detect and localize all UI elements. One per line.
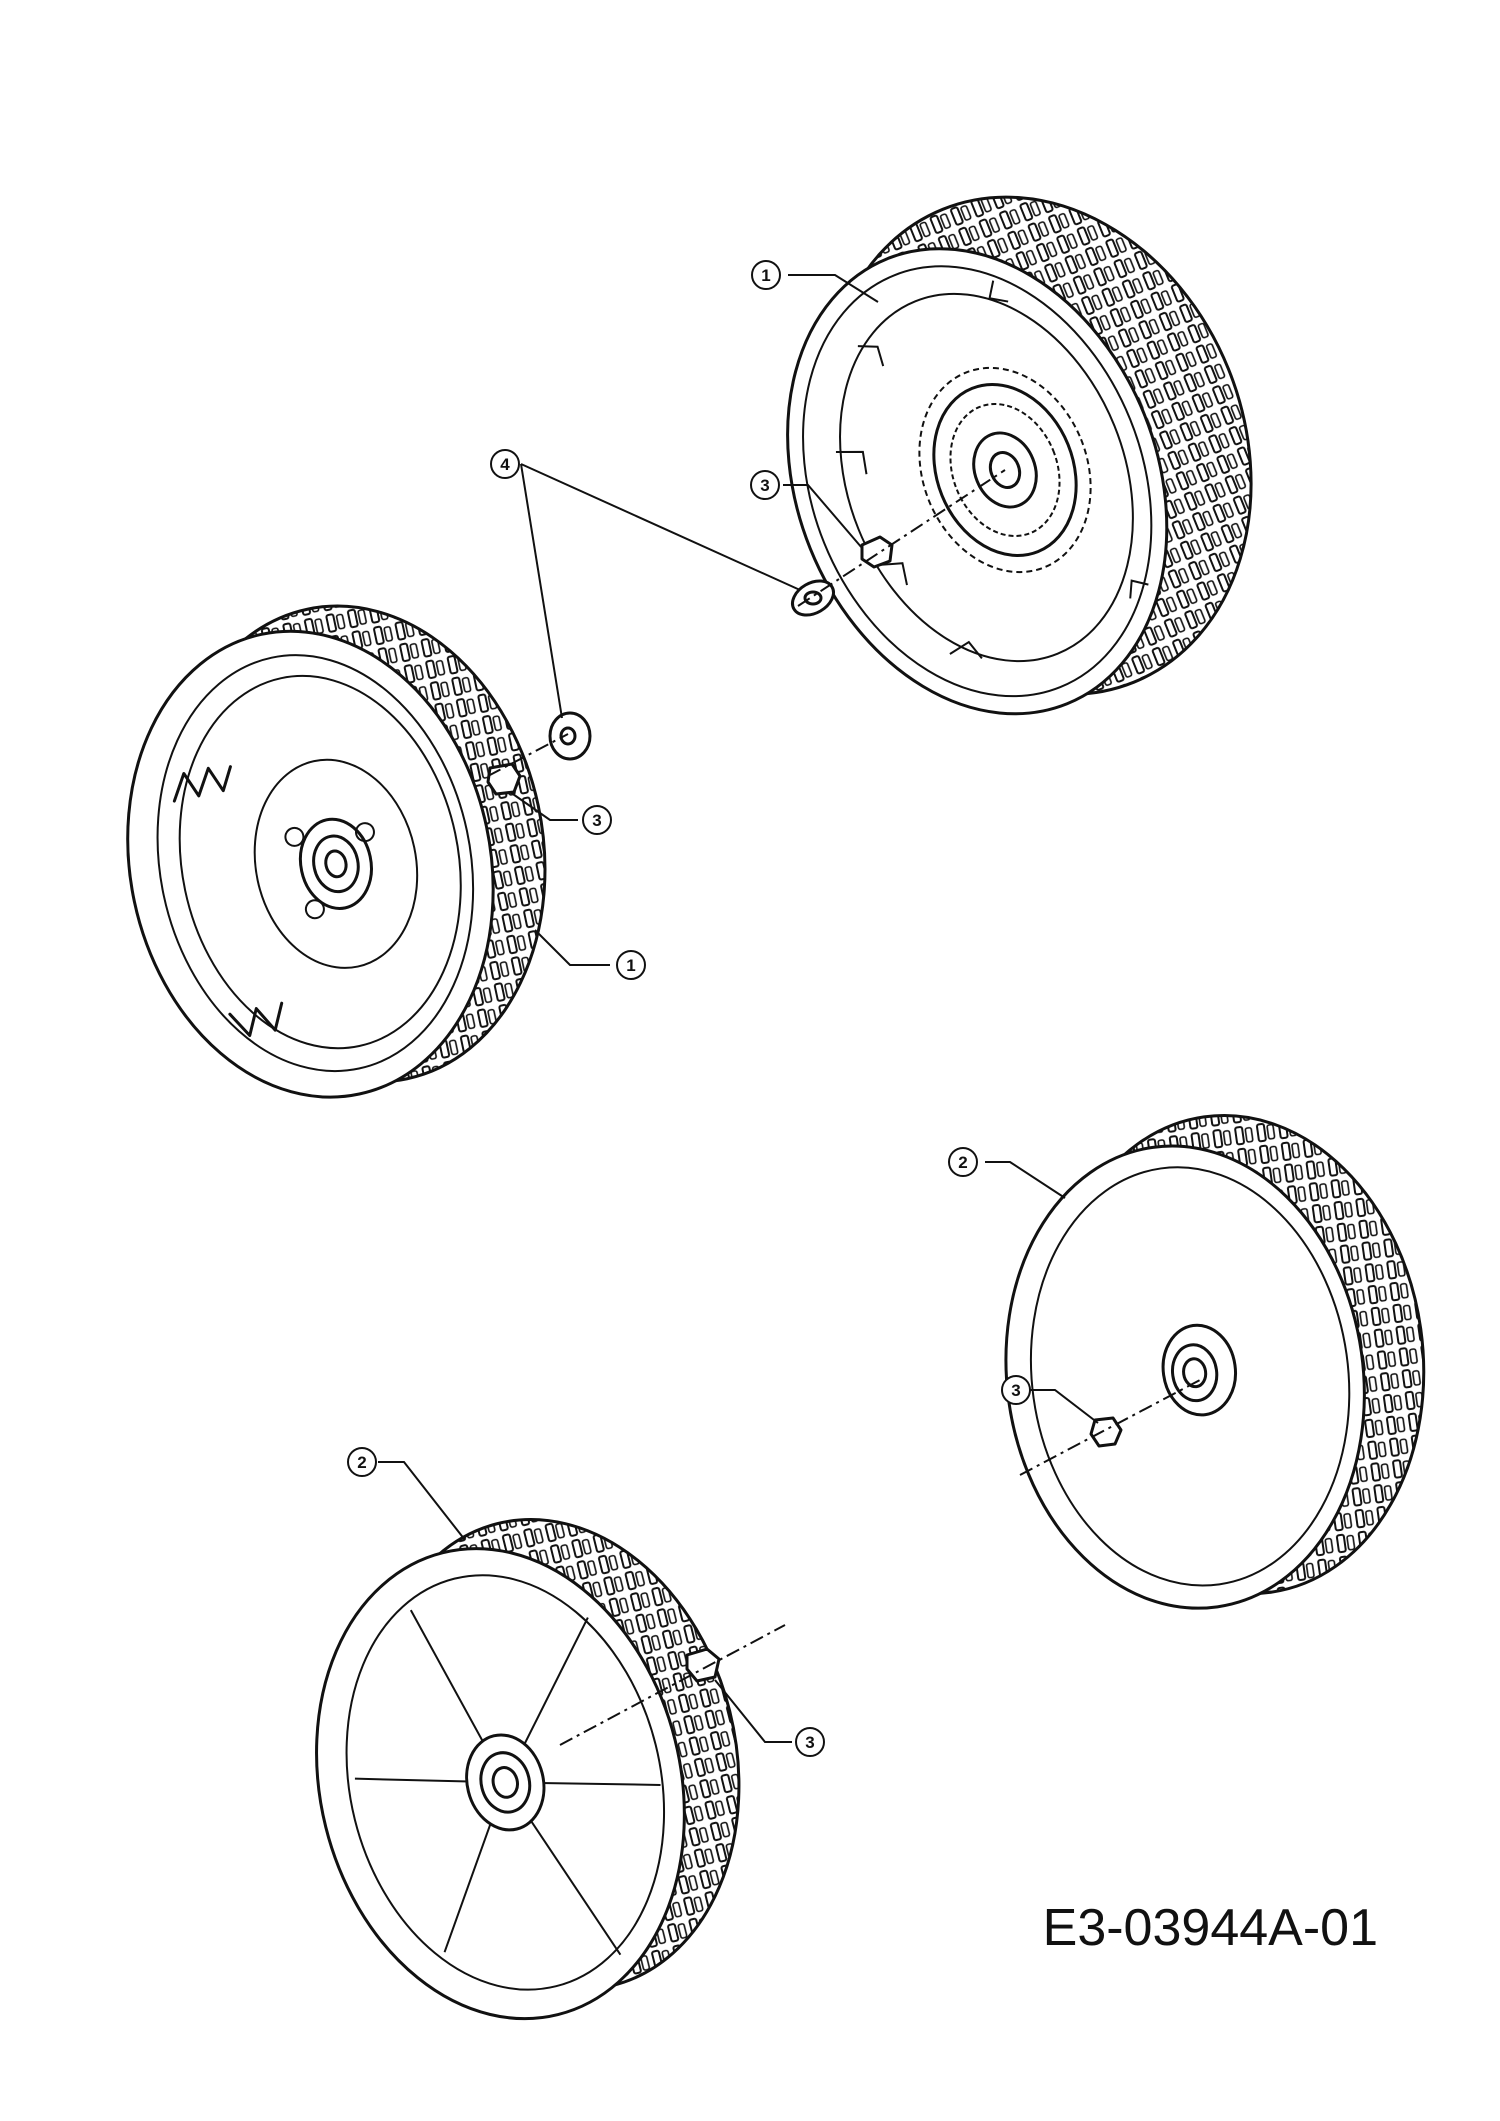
svg-text:3: 3 — [592, 811, 601, 830]
svg-text:2: 2 — [357, 1453, 366, 1472]
clip-right — [1089, 1416, 1123, 1448]
svg-text:1: 1 — [761, 266, 770, 285]
callout-3-upper: 3 — [750, 470, 780, 500]
callout-4: 4 — [490, 449, 520, 479]
callout-3-left: 3 — [582, 805, 612, 835]
svg-text:2: 2 — [958, 1153, 967, 1172]
washer-left — [548, 711, 592, 761]
axis-lines — [487, 469, 1201, 1746]
callout-2-bottom: 2 — [347, 1447, 377, 1477]
leader-lines — [378, 274, 1099, 1743]
clip-left — [486, 762, 522, 796]
svg-text:3: 3 — [1011, 1381, 1020, 1400]
svg-text:1: 1 — [626, 956, 635, 975]
clip-bottom — [685, 1647, 721, 1683]
callout-3-right: 3 — [1001, 1375, 1031, 1405]
clip-upper — [860, 535, 894, 569]
callout-2-right: 2 — [948, 1147, 978, 1177]
svg-text:4: 4 — [500, 455, 510, 474]
callout-3-bottom: 3 — [795, 1727, 825, 1757]
svg-text:3: 3 — [760, 476, 769, 495]
drive-wheel-top — [786, 195, 1253, 716]
callout-1-top: 1 — [751, 260, 781, 290]
front-wheel-right — [1004, 1114, 1426, 1610]
drive-wheel-left — [126, 604, 547, 1099]
callout-1-left: 1 — [616, 950, 646, 980]
front-wheel-bottom — [315, 1518, 741, 2021]
drawing-number: E3-03944A-01 — [1043, 1899, 1378, 1957]
svg-text:3: 3 — [805, 1733, 814, 1752]
